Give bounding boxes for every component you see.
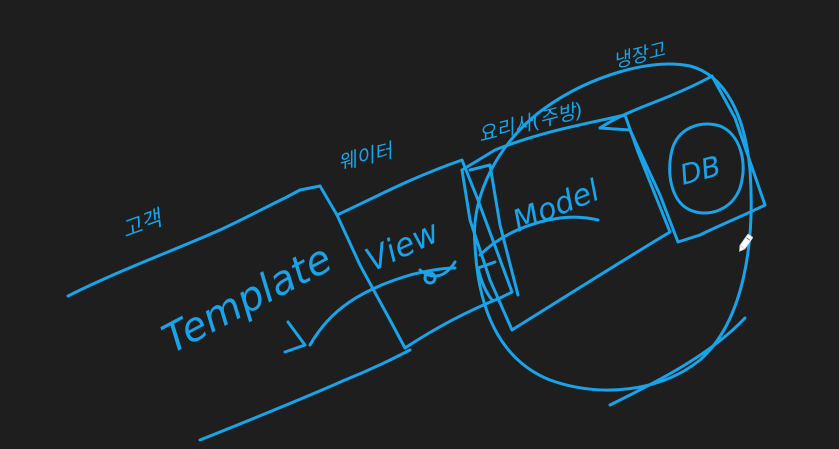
model-box-left-edge (468, 163, 520, 297)
kitchen-circle-tail (608, 316, 747, 407)
kitchen-circle (472, 62, 753, 392)
template-view-arrowhead (283, 320, 307, 354)
pipe-lower-line (198, 348, 412, 442)
pipe-upper-line (66, 184, 322, 298)
fridge-box (598, 74, 767, 244)
client-label: 고객 (119, 205, 168, 243)
view-box (318, 158, 514, 350)
db-label: DB (676, 149, 724, 191)
db-circle (668, 122, 745, 215)
model-box (460, 113, 672, 332)
view-small-arrow (418, 260, 457, 278)
chef-label: 요리사(주방) (475, 98, 585, 147)
model-label: Model (508, 173, 605, 239)
waiter-label: 웨이터 (335, 138, 397, 175)
view-small-circle (423, 271, 437, 285)
pen-cursor-icon (739, 233, 753, 252)
template-view-arrow (308, 266, 457, 347)
view-model-arrowhead (476, 260, 497, 302)
view-model-arrow (478, 215, 600, 257)
